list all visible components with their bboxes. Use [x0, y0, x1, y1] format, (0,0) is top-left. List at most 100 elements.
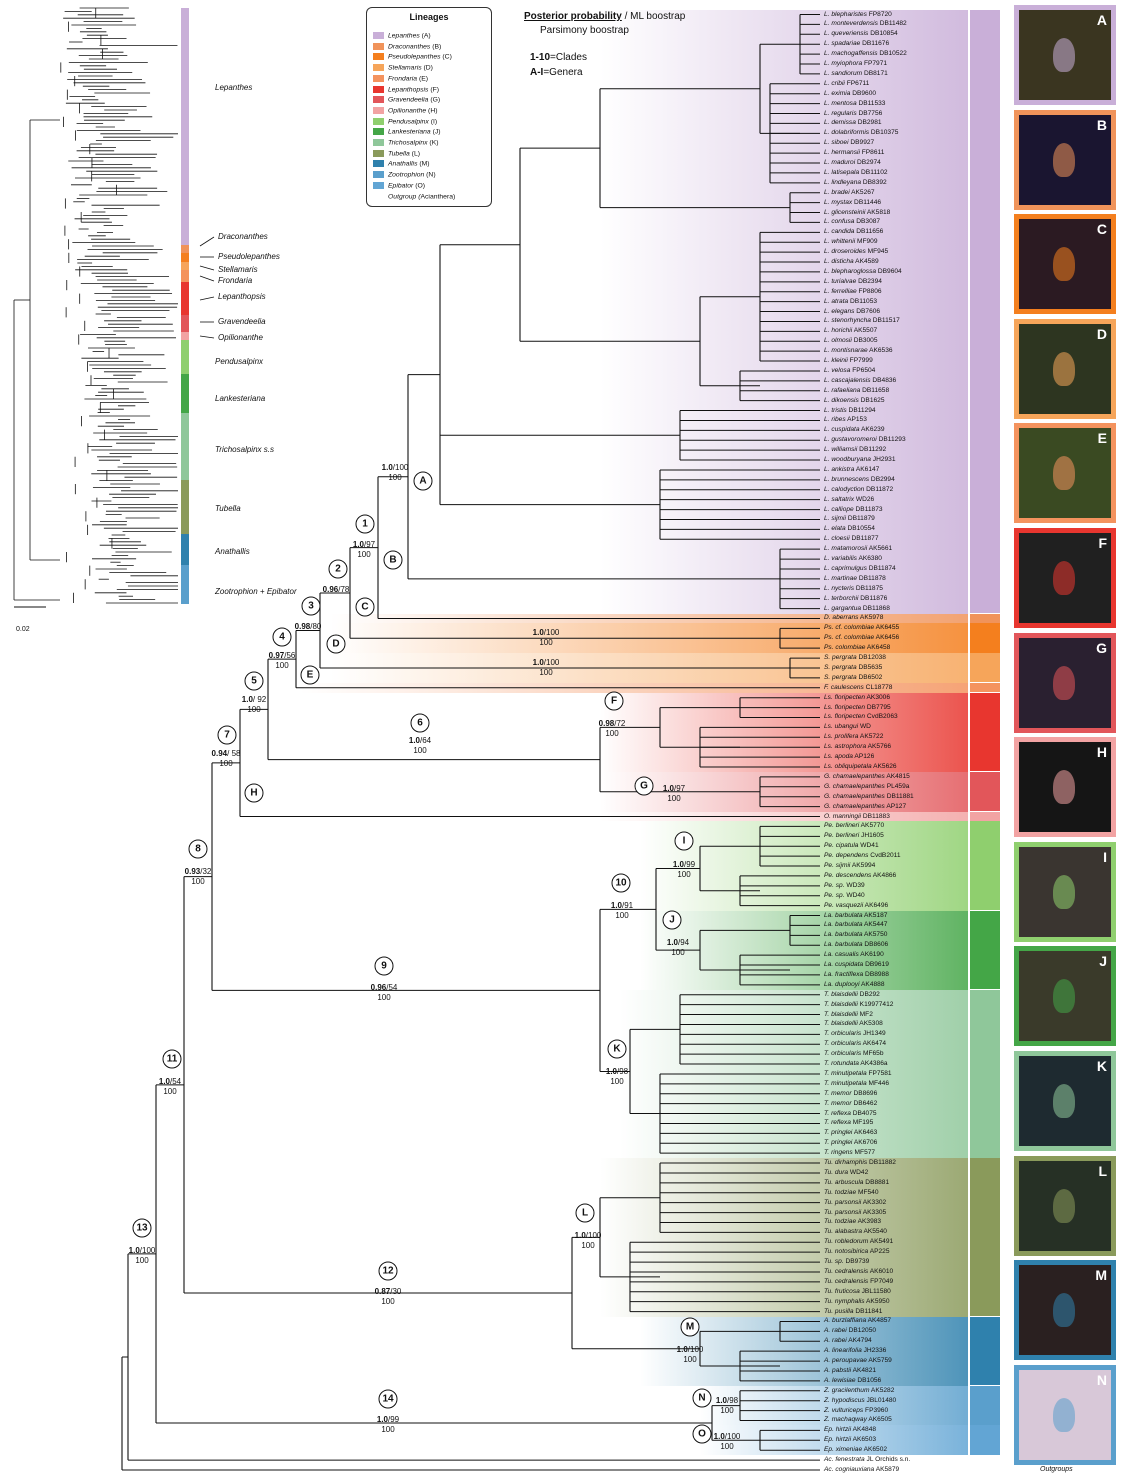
taxon-label: Tu. sp. DB9739 [824, 1258, 870, 1266]
taxon-label: L. mentosa DB11533 [824, 99, 886, 107]
node-support: 0.98/80 [295, 622, 322, 632]
posterior-probability: 1.0 [352, 539, 364, 549]
taxon-label: D. aberrans AK5978 [824, 614, 884, 622]
legend-code: (N) [424, 171, 436, 179]
taxon-label: T. pringlei AK6463 [824, 1129, 878, 1137]
taxon-label: T. memor DB6462 [824, 1099, 878, 1107]
taxon-label: L. mystax DB11446 [824, 198, 882, 206]
legend-item: Opilionanthe (H) [373, 106, 438, 114]
taxon-label: G. chamaelepanthes AK4815 [824, 772, 910, 780]
posterior-probability: 1.0 [158, 1076, 170, 1086]
flower-shape [1053, 247, 1075, 282]
parsimony-bootstrap: 100 [377, 993, 391, 1003]
mini-tree-label: Pseudolepanthes [218, 252, 280, 261]
ml-bootstrap: /100 [724, 1432, 741, 1442]
taxon-label: L. woodburyana JH2931 [824, 456, 896, 464]
taxon-label: L. demissa DB2981 [824, 119, 882, 127]
taxon-label: Tu. dirhamphis DB11882 [824, 1159, 896, 1167]
taxon-label: A. linearifolia JH2336 [824, 1347, 887, 1355]
node-support: 0.96/78 [323, 585, 350, 595]
taxon-label: L. cribii FP6711 [824, 79, 870, 87]
taxon-label: L. gustavoromeroi DB11293 [824, 436, 906, 444]
orchid-photo: L [1014, 1155, 1116, 1256]
parsimony-bootstrap: 100 [275, 661, 289, 671]
legend-code: (M) [417, 160, 430, 168]
taxon-label: L. matamorosii AK5661 [824, 545, 893, 553]
posterior-probability: 1.0 [713, 1432, 725, 1442]
taxon-label: Tu. pusilla DB11841 [824, 1307, 883, 1315]
taxon-label: T. blaisdellii MF2 [824, 1010, 873, 1018]
taxon-label: Pe. sijmii AK5994 [824, 862, 876, 870]
orchid-photo: C [1014, 214, 1116, 315]
flower-shape [1053, 142, 1075, 177]
taxon-label: L. disticha AK4589 [824, 258, 879, 266]
parsimony-bootstrap: 100 [610, 1077, 624, 1087]
legend-genus: Zootrophion [388, 171, 425, 179]
legend-item: Lankesteriana (J) [373, 128, 441, 136]
taxon-label: G. chamaelepanthes DB11881 [824, 792, 914, 800]
taxon-label: L. blepharoglossa DB9604 [824, 267, 902, 275]
taxon-label: L. montisnarae AK6536 [824, 347, 893, 355]
taxon-label: T. reflexa DB4075 [824, 1109, 877, 1117]
node-marker: M [680, 1317, 700, 1337]
photo-letter: E [1097, 430, 1107, 447]
taxon-label: La. barbulata AK5447 [824, 921, 888, 929]
posterior-probability: 1.0 [605, 1067, 617, 1077]
orchid-photo: A [1014, 5, 1116, 105]
node-marker: L [575, 1203, 595, 1223]
taxon-label: L. queveriensis DB10854 [824, 30, 898, 38]
parsimony-bootstrap: 100 [135, 1255, 149, 1265]
taxon-label: O. manningii DB11883 [824, 812, 890, 820]
taxon-label: T. reflexa MF195 [824, 1119, 874, 1127]
photo-letter: D [1096, 325, 1107, 342]
node-marker: 9 [374, 956, 394, 976]
genera-key-num: A-I [530, 67, 544, 78]
legend-swatch [373, 74, 384, 82]
taxon-label: Pe. cipatula WD41 [824, 842, 879, 850]
taxon-label: L. whittenii MF909 [824, 238, 878, 246]
legend-item: Draconanthes (B) [373, 42, 441, 50]
taxon-label: T. orbicularis JH1349 [824, 1030, 886, 1038]
legend-item: Tubella (L) [373, 149, 420, 157]
taxon-label: T. rotundata AK4386a [824, 1060, 888, 1068]
legend-genus: Trichosalpinx [388, 139, 428, 147]
node-marker: 3 [301, 596, 321, 616]
node-marker: 12 [378, 1261, 398, 1281]
flower-shape [1053, 351, 1075, 386]
legend-genus: Frondaria [388, 75, 418, 83]
taxon-label: L. elegans DB7606 [824, 307, 881, 315]
mini-clade-bar [181, 253, 189, 262]
posterior-probability: 1.0 [381, 462, 393, 472]
taxon-label: A. burzlaffiana AK4857 [824, 1317, 892, 1325]
mini-tree-label: Lepanthopsis [218, 292, 266, 301]
taxon-label: L. saltatrix WD26 [824, 495, 875, 503]
legend-swatch [373, 181, 384, 189]
ml-bootstrap: /99 [388, 1414, 400, 1424]
taxon-label: L. tristis DB11294 [824, 406, 876, 414]
genera-key: A-I=Genera [530, 67, 583, 78]
posterior-probability: 1.0 [666, 938, 678, 948]
taxon-label: Ls. floripecten DB7795 [824, 703, 891, 711]
parsimony-bootstrap: 100 [671, 948, 685, 958]
mini-clade-bar [181, 8, 189, 245]
ml-bootstrap: /78 [338, 584, 350, 594]
parsimony-bootstrap: 100 [720, 1442, 734, 1452]
legend-code: (D) [421, 64, 433, 72]
legend-code: (K) [427, 139, 439, 147]
posterior-probability: 1.0 [715, 1395, 727, 1405]
parsimony-bootstrap: 100 [219, 758, 233, 768]
genus-bar [970, 771, 1000, 812]
orchid-photo: E [1014, 423, 1116, 524]
legend-code: (I) [428, 117, 438, 125]
node-marker: A [413, 471, 433, 491]
ml-bootstrap: /100 [392, 462, 409, 472]
posterior-probability: 0.96 [370, 983, 387, 993]
legend-swatch [373, 171, 384, 179]
taxon-label: Tu. cedralensis AK6010 [824, 1267, 894, 1275]
